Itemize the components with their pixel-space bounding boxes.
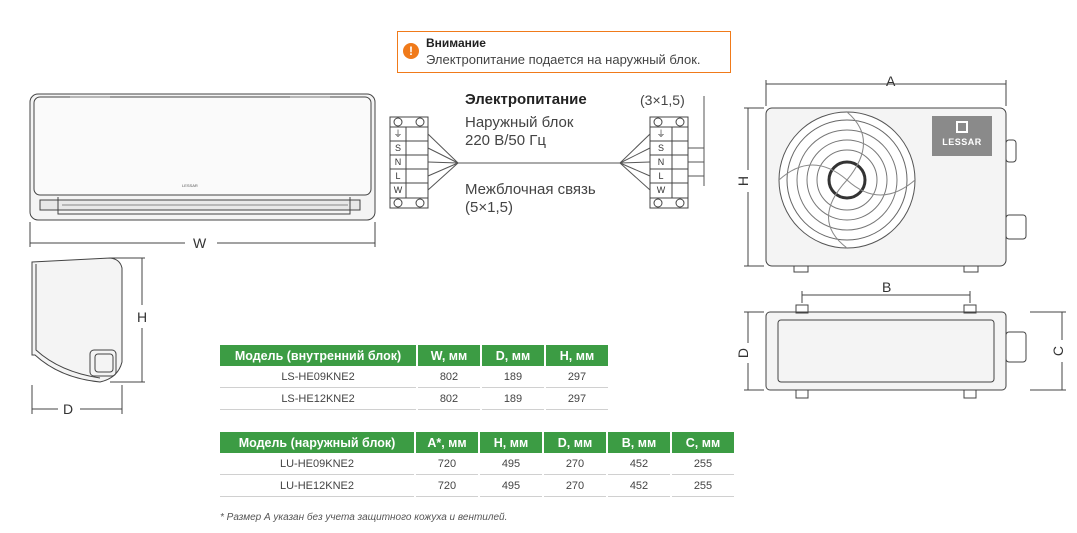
interconnect-spec: (5×1,5): [465, 199, 513, 216]
terminal-right-w: W: [656, 185, 666, 195]
indoor-brand-badge: LESSAR: [182, 183, 198, 188]
outdoor-power-voltage: 220 В/50 Гц: [465, 132, 546, 149]
interconnect-label: Межблочная связь: [465, 181, 596, 198]
outdoor-power-label: Наружный блок: [465, 114, 574, 131]
table-cell: 802: [416, 366, 481, 388]
table-cell: LU-HE09KNE2: [220, 453, 415, 475]
table-header-row: Модель (внутренний блок) W, мм D, мм H, …: [220, 345, 608, 366]
terminal-left-labels: ⏚ S N L W: [390, 127, 406, 197]
table-header: B, мм: [606, 432, 671, 453]
outdoor-unit-front: [744, 80, 1027, 273]
indoor-width-label: W: [193, 235, 207, 251]
table-row: LU-HE12KNE2 720 495 270 452 255: [220, 474, 734, 497]
terminal-block-left: [389, 116, 429, 209]
table-header: D, мм: [542, 432, 607, 453]
terminal-left-w: W: [393, 185, 403, 195]
terminal-left-n: N: [394, 157, 402, 167]
indoor-height-label: H: [137, 309, 148, 325]
outdoor-mount-label: B: [882, 279, 892, 295]
power-cable-spec: (3×1,5): [640, 92, 685, 108]
outdoor-depth-label: D: [735, 347, 752, 359]
outdoor-width-label: A: [886, 73, 896, 89]
table-cell: 297: [544, 387, 608, 410]
terminal-right-l: L: [658, 171, 664, 181]
table-row: LU-HE09KNE2 720 495 270 452 255: [220, 453, 734, 475]
table-header-row: Модель (наружный блок) A*, мм H, мм D, м…: [220, 432, 734, 453]
table-cell: 495: [478, 453, 543, 475]
interconnect-wires: [427, 96, 705, 191]
table-cell: 189: [480, 366, 545, 388]
table-cell: LS-HE12KNE2: [220, 387, 417, 410]
terminal-left-ground: ⏚: [393, 129, 403, 139]
outdoor-height-label: H: [735, 175, 752, 187]
table-cell: 495: [478, 474, 543, 497]
brand-logo-icon: [956, 121, 968, 133]
indoor-depth-label: D: [63, 401, 74, 417]
table-header: Модель (наружный блок): [220, 432, 415, 453]
footnote: * Размер А указан без учета защитного ко…: [220, 512, 508, 523]
outdoor-c-label: C: [1050, 345, 1067, 357]
power-title: Электропитание: [465, 91, 587, 108]
table-cell: 802: [416, 387, 481, 410]
table-cell: 255: [670, 453, 734, 475]
table-cell: LU-HE12KNE2: [220, 474, 415, 497]
table-cell: LS-HE09KNE2: [220, 366, 417, 388]
table-cell: 452: [606, 453, 671, 475]
terminal-left-s: S: [394, 143, 401, 153]
terminal-block-right: [649, 116, 689, 209]
table-header: W, мм: [416, 345, 481, 366]
table-header: D, мм: [480, 345, 545, 366]
table-cell: 720: [414, 453, 479, 475]
terminal-right-labels: ⏚ S N L W: [652, 127, 670, 197]
exclamation-icon: !: [403, 43, 419, 59]
indoor-unit-side: [31, 257, 145, 414]
terminal-right-ground: ⏚: [656, 129, 666, 139]
table-header: A*, мм: [414, 432, 479, 453]
table-row: LS-HE12KNE2 802 189 297: [220, 387, 608, 410]
table-cell: 270: [542, 474, 607, 497]
terminal-right-n: N: [657, 157, 665, 167]
table-cell: 297: [544, 366, 608, 388]
warning-text: Электропитание подается на наружный блок…: [426, 52, 701, 67]
table-header: C, мм: [670, 432, 734, 453]
outdoor-unit-top: [744, 291, 1066, 399]
terminal-right-s: S: [657, 143, 664, 153]
table-header: H, мм: [478, 432, 543, 453]
table-row: LS-HE09KNE2 802 189 297: [220, 366, 608, 388]
table-cell: 270: [542, 453, 607, 475]
table-cell: 452: [606, 474, 671, 497]
brand-logo-text: LESSAR: [942, 137, 982, 147]
indoor-spec-table: Модель (внутренний блок) W, мм D, мм H, …: [220, 345, 608, 410]
table-header: H, мм: [544, 345, 608, 366]
terminal-left-l: L: [395, 171, 401, 181]
warning-title: Внимание: [426, 36, 486, 50]
warning-box: ! Внимание Электропитание подается на на…: [397, 31, 731, 73]
table-cell: 720: [414, 474, 479, 497]
indoor-width-dimension: [29, 222, 376, 247]
indoor-unit-front: [29, 93, 376, 221]
table-cell: 189: [480, 387, 545, 410]
outdoor-spec-table: Модель (наружный блок) A*, мм H, мм D, м…: [220, 432, 734, 497]
table-cell: 255: [670, 474, 734, 497]
table-header: Модель (внутренний блок): [220, 345, 417, 366]
